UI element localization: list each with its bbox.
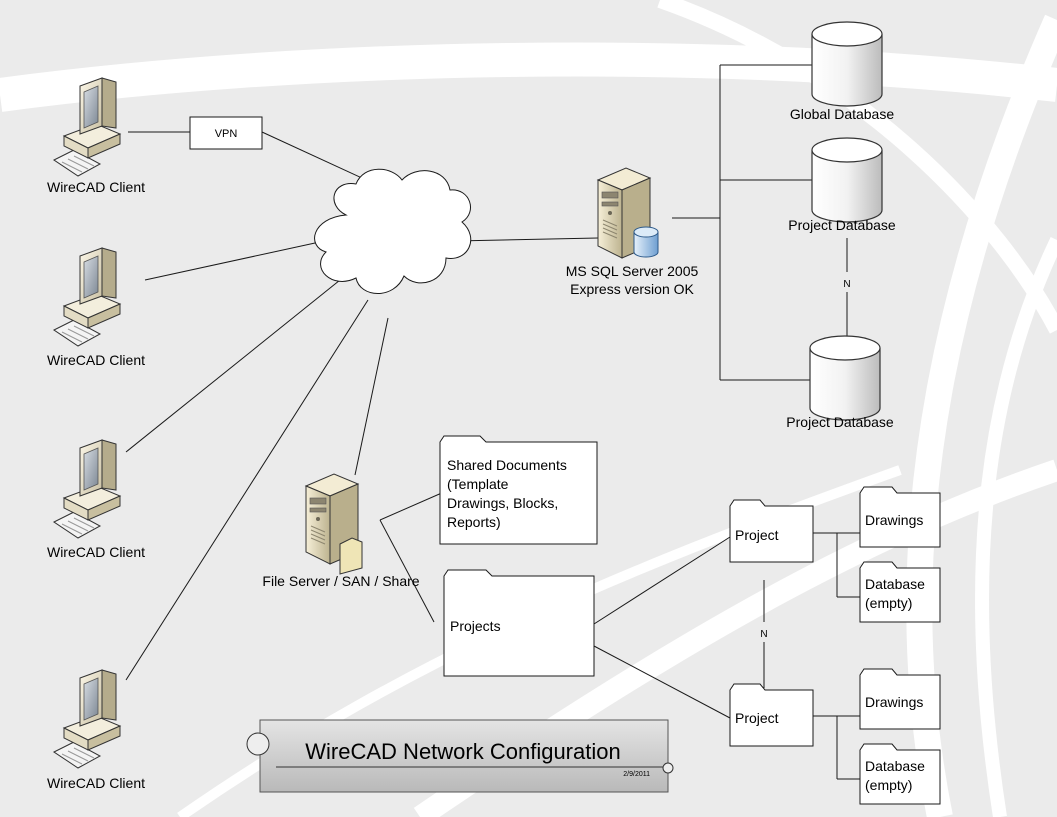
folder-icon	[859, 561, 941, 623]
file-server-label: File Server / SAN / Share	[262, 573, 419, 589]
client-label: WireCAD Client	[47, 544, 145, 560]
project-database-label: Project Database	[786, 414, 894, 430]
project-folder-label: Project	[735, 710, 779, 726]
network-cloud-icon	[314, 168, 472, 294]
database-folder-2: Database (empty)	[859, 743, 941, 805]
drawings-folder-label: Drawings	[865, 694, 923, 710]
client-3: WireCAD Client	[47, 439, 145, 560]
projects-folder: Projects	[443, 569, 595, 677]
database-icon	[811, 21, 883, 107]
drawings-folder-2: Drawings	[859, 668, 941, 730]
folder-icon	[859, 668, 941, 730]
sql-server: MS SQL Server 2005 Express version OK	[566, 167, 699, 297]
sql-server-label-line2: Express version OK	[570, 281, 694, 297]
database-folder-label-line1: Database	[865, 576, 925, 592]
project-database-label: Project Database	[788, 217, 896, 233]
client-label: WireCAD Client	[47, 179, 145, 195]
file-badge-icon	[339, 537, 363, 575]
title-block-corner-icon	[662, 762, 674, 774]
project-database-1: Project Database	[788, 137, 896, 233]
diagram-title: WireCAD Network Configuration	[305, 739, 620, 764]
folder-icon	[443, 569, 595, 677]
client-label: WireCAD Client	[47, 775, 145, 791]
database-folder-1: Database (empty)	[859, 561, 941, 623]
shared-documents-line-2: (Template	[447, 476, 509, 492]
shared-documents-line-1: Shared Documents	[447, 457, 567, 473]
folder-icon	[859, 743, 941, 805]
drawings-folder-1: Drawings	[859, 486, 941, 548]
title-block: WireCAD Network Configuration 2/9/2011	[246, 719, 674, 793]
shared-documents-line-4: Reports)	[447, 514, 501, 530]
vpn-label: VPN	[215, 128, 238, 140]
sql-server-label-line1: MS SQL Server 2005	[566, 263, 699, 279]
projects-folder-label: Projects	[450, 618, 501, 634]
project-folder-label: Project	[735, 527, 779, 543]
folder-icon	[439, 435, 598, 545]
project-folder-1: Project	[729, 499, 814, 563]
database-folder-label-line2: (empty)	[865, 777, 912, 793]
connector-lines	[125, 64, 860, 780]
vpn-box: VPN	[189, 116, 263, 150]
database-badge-icon	[633, 226, 659, 258]
client-1: WireCAD Client	[47, 77, 145, 195]
drawings-folder-label: Drawings	[865, 512, 923, 528]
client-2: WireCAD Client	[47, 247, 145, 368]
project-folder-2: Project	[729, 683, 814, 747]
folder-icon	[729, 683, 814, 747]
database-folder-label-line1: Database	[865, 758, 925, 774]
client-4: WireCAD Client	[47, 669, 145, 791]
shared-documents-line-3: Drawings, Blocks,	[447, 495, 558, 511]
title-block-corner-icon	[246, 732, 270, 756]
shared-documents-folder: Shared Documents (Template Drawings, Blo…	[439, 435, 598, 545]
file-server: File Server / SAN / Share	[262, 473, 420, 589]
database-icon	[811, 137, 883, 223]
diagram-date: 2/9/2011	[623, 771, 650, 778]
global-database-label: Global Database	[790, 106, 895, 122]
folder-icon	[729, 499, 814, 563]
folder-icon	[859, 486, 941, 548]
project-relation-label: N	[760, 629, 767, 640]
database-icon	[809, 335, 881, 421]
database-relation-label: N	[843, 279, 850, 290]
client-label: WireCAD Client	[47, 352, 145, 368]
project-database-2: Project Database	[786, 335, 894, 430]
global-database: Global Database	[790, 21, 895, 122]
database-folder-label-line2: (empty)	[865, 595, 912, 611]
